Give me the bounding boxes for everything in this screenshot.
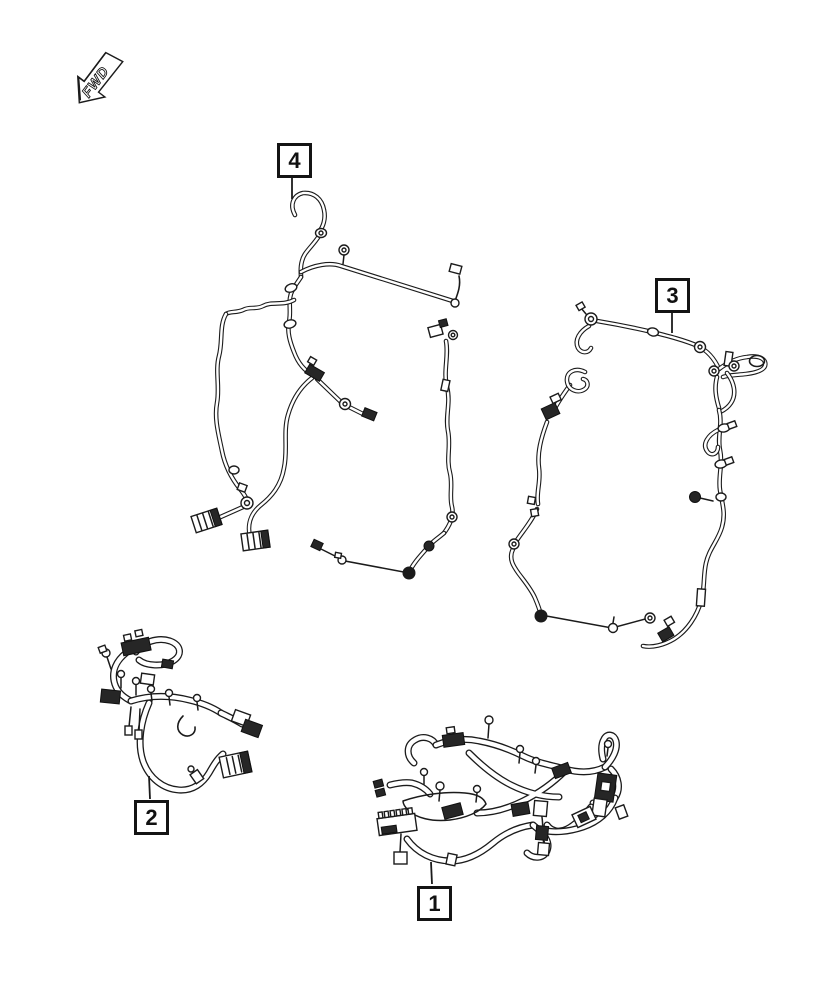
callout-box-3[interactable]: 3: [655, 278, 690, 313]
harness-2-end-connector: [218, 750, 253, 779]
harness-1-right-module: [593, 772, 618, 803]
callout-leader-1: [430, 861, 433, 885]
harness-drawing-3: [508, 300, 768, 649]
harness-drawing-1: [372, 715, 629, 867]
callout-label-2: 2: [145, 804, 158, 830]
callout-box-1[interactable]: 1: [417, 886, 452, 921]
harness-1-fittings: [372, 715, 629, 867]
callout-box-4[interactable]: 4: [277, 143, 312, 178]
harness-3-fittings: [508, 300, 766, 643]
harness-2-top-connector: [120, 628, 152, 657]
harness-4-connector-a: [190, 507, 223, 534]
harness-drawing-4: [190, 190, 463, 580]
callout-label-3: 3: [666, 282, 679, 308]
callout-leader-2: [148, 775, 151, 800]
fwd-arrow-shadow-edge: [77, 52, 106, 101]
harness-2-wiring: [110, 636, 246, 794]
harness-2-fittings: [97, 628, 264, 785]
callout-box-2[interactable]: 2: [134, 800, 169, 835]
harness-4-wiring: [213, 190, 459, 576]
harness-drawing-2: [97, 628, 264, 794]
callout-leader-lines: [148, 177, 673, 885]
harness-4-fittings: [190, 227, 463, 580]
harness-3-eyelet-ring: [748, 354, 766, 368]
harness-1-main-connector: [376, 806, 418, 837]
harness-3-wiring: [508, 318, 768, 649]
callout-label-4: 4: [288, 147, 301, 173]
harness-1-wiring: [386, 731, 622, 865]
callout-label-1: 1: [428, 890, 441, 916]
harness-4-connector-b: [240, 529, 271, 552]
fwd-arrow: FWD: [76, 51, 124, 104]
